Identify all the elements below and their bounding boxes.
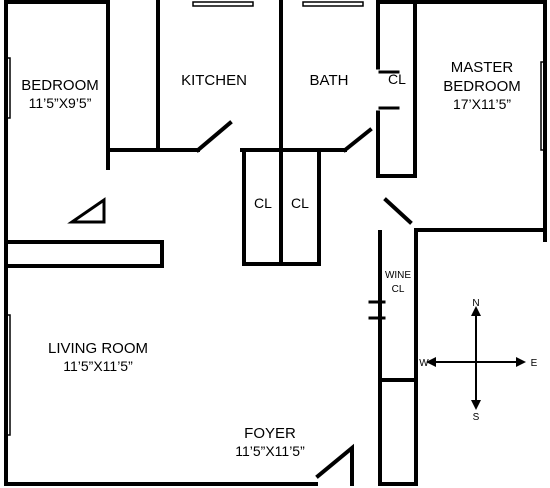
foyer-label: FOYER (244, 425, 296, 442)
closet-left-label: CL (254, 195, 272, 211)
living-room-label: LIVING ROOM (48, 340, 148, 357)
window-living (5, 314, 11, 436)
window-master (540, 61, 546, 151)
south-arrowhead-icon (471, 400, 481, 410)
master-door (383, 197, 413, 225)
wine-closet-label-line2: CL (392, 284, 405, 295)
west-arrowhead-icon (426, 357, 436, 367)
compass-north-label: N (472, 298, 479, 309)
east-arrowhead-icon (516, 357, 526, 367)
compass-west-label: W (419, 358, 429, 369)
wine-closet-label-line1: WINE (385, 270, 411, 281)
compass (426, 306, 526, 410)
window-bath (302, 1, 364, 7)
bedroom-label: BEDROOM (21, 77, 99, 94)
north-arrowhead-icon (471, 306, 481, 316)
compass-east-label: E (531, 358, 538, 369)
foyer-dimensions: 11’5”X11’5” (235, 443, 305, 459)
window-kitchen (192, 1, 254, 7)
bedroom-dimensions: 11’5”X9’5” (29, 95, 92, 111)
master-bedroom-dimensions: 17’X11’5” (453, 96, 511, 112)
wine-closet-wall (378, 230, 418, 486)
master-closet-door-leaf (378, 70, 400, 110)
kitchen-label: KITCHEN (181, 72, 247, 89)
wine-closet-door (368, 300, 386, 320)
foyer-door (315, 443, 354, 486)
bedroom-living-wall (4, 240, 164, 268)
bath-door (342, 127, 373, 153)
master-bedroom-label-line1: MASTER (451, 59, 514, 76)
bath-label: BATH (310, 72, 349, 89)
window-bedroom (5, 57, 11, 119)
master-closet-label: CL (388, 71, 406, 87)
living-room-dimensions: 11’5”X11’5” (63, 358, 133, 374)
compass-south-label: S (473, 412, 480, 423)
master-bedroom-label-line2: BEDROOM (443, 78, 521, 95)
bedroom-door (67, 197, 106, 224)
closet-right-label: CL (291, 195, 309, 211)
closet-block (242, 148, 321, 266)
kitchen-door (195, 120, 233, 153)
